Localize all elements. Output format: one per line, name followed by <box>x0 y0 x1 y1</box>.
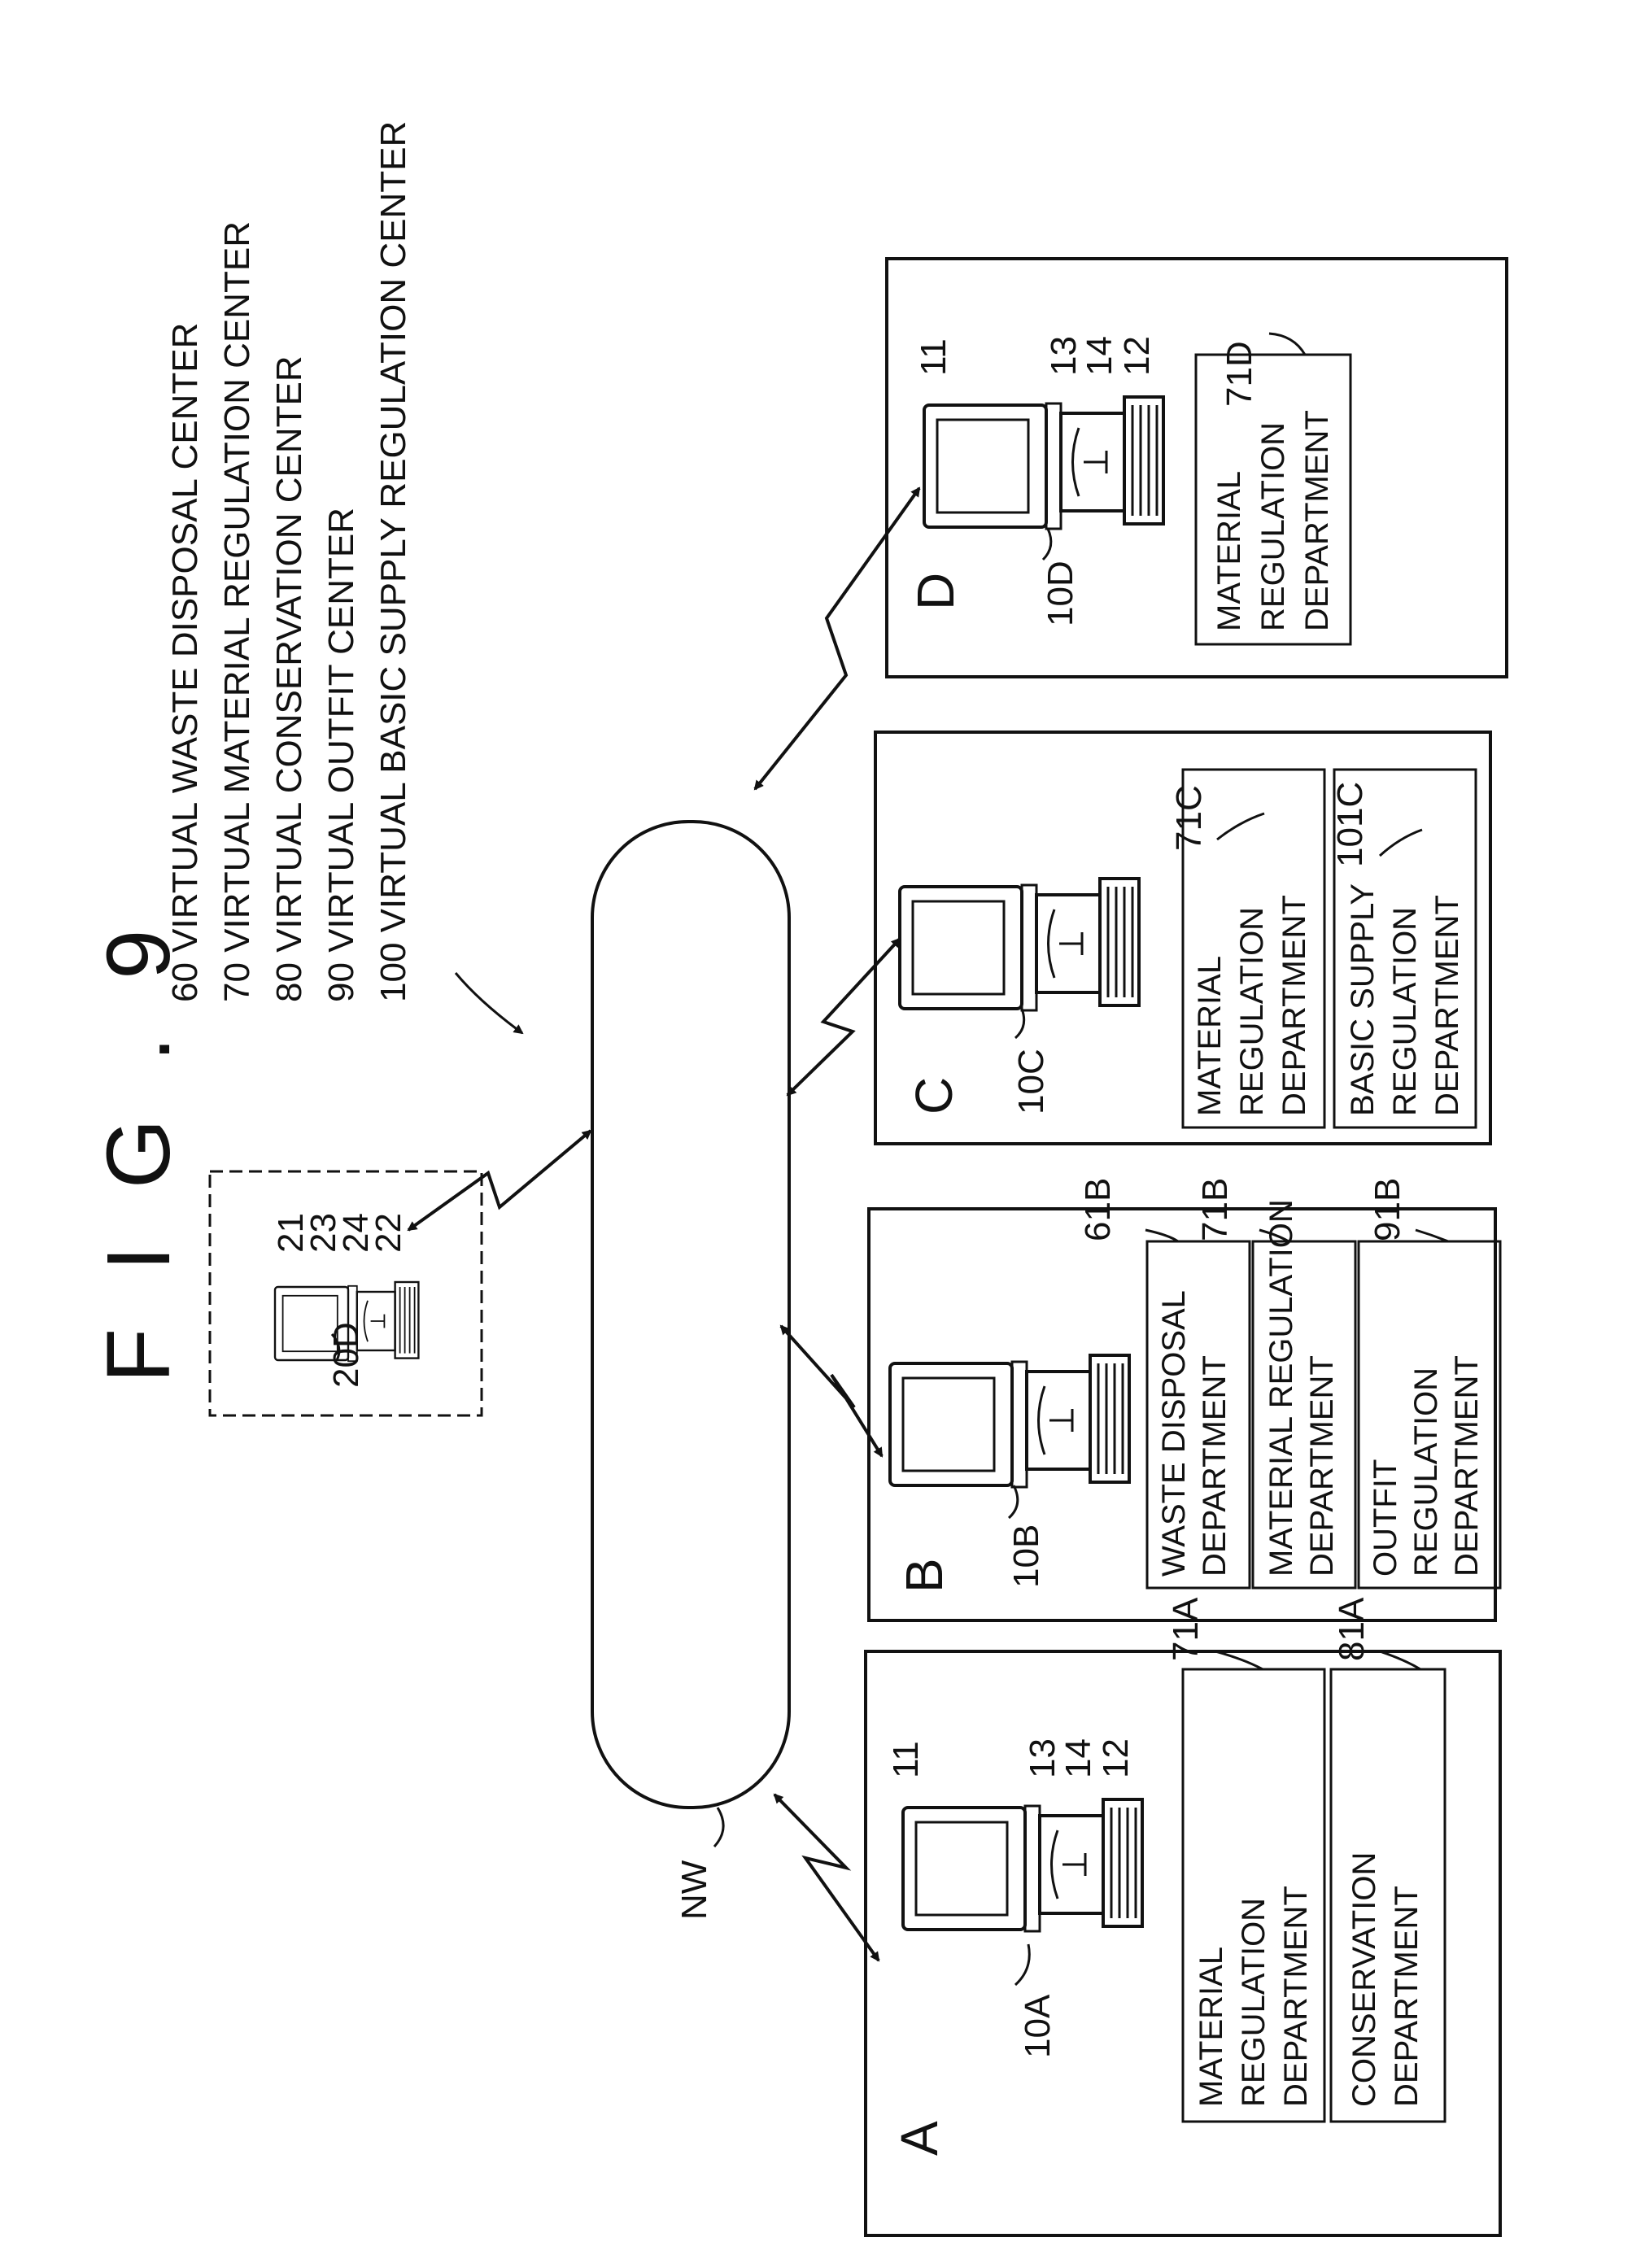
site-c-dept-101c-ref: 101C <box>1330 782 1370 867</box>
site-a-dept-71a-ref: 71A <box>1166 1597 1206 1661</box>
nw-label: NW <box>674 1860 714 1920</box>
site-b-dept-91b-line3: DEPARTMENT <box>1449 1355 1485 1577</box>
site-b-dept-61b-ref: 61B <box>1078 1178 1118 1241</box>
legend-item-60: 60 VIRTUAL WASTE DISPOSAL CENTER <box>165 323 205 1002</box>
site-a-part-11: 11 <box>886 1741 926 1778</box>
site-b-dept-71b-ref: 71B <box>1195 1178 1235 1241</box>
site-d-terminal-leader <box>1043 529 1051 560</box>
site-b-dept-61b-leader <box>1145 1230 1178 1241</box>
site-a-dept-71a-line2: REGULATION <box>1236 1898 1272 2107</box>
site-a-dept-81a-line1: CONSERVATION <box>1346 1852 1382 2107</box>
site-c-letter: C <box>905 1077 963 1114</box>
site-b-dept-91b-ref: 91B <box>1368 1178 1407 1241</box>
site-d-dept-71d-ref: 71D <box>1220 341 1259 407</box>
site-b-terminal-leader <box>1009 1485 1018 1518</box>
site-d-dept-71d-line3: DEPARTMENT <box>1299 410 1335 631</box>
site-b-letter: B <box>895 1558 953 1593</box>
site-b-dept-71b-line2: DEPARTMENT <box>1304 1355 1340 1577</box>
server-link <box>408 1131 591 1230</box>
site-b-dept-91b-line2: REGULATION <box>1408 1367 1444 1577</box>
site-a-dept-81a-leader <box>1380 1651 1420 1669</box>
site-a-dept-71a-line3: DEPARTMENT <box>1278 1886 1314 2107</box>
site-c: C 10C 71C MATERIAL REGULATION DEPARTMENT… <box>788 732 1490 1144</box>
site-b-dept-91b-line1: OUTFIT <box>1368 1459 1403 1577</box>
legend: 60 VIRTUAL WASTE DISPOSAL CENTER 70 VIRT… <box>165 121 522 1033</box>
site-c-terminal-leader <box>1015 1009 1024 1038</box>
site-c-dept-71c-line1: MATERIAL <box>1192 956 1228 1116</box>
site-c-computer <box>900 879 1139 1010</box>
site-c-dept-71c-line3: DEPARTMENT <box>1276 895 1312 1116</box>
site-b-dept-61b-line1: WASTE DISPOSAL <box>1156 1290 1192 1577</box>
site-d-part-11: 11 <box>914 338 953 376</box>
site-c-dept-71c-line2: REGULATION <box>1234 907 1270 1116</box>
site-a-terminal-leader <box>1015 1944 1029 1985</box>
site-d-dept-71d-line2: REGULATION <box>1255 422 1291 631</box>
site-c-dept-101c-line3: DEPARTMENT <box>1429 895 1465 1116</box>
site-d: D 10D 11 13 14 12 71D MATERIAL REGULATIO… <box>755 259 1507 789</box>
legend-item-100: 100 VIRTUAL BASIC SUPPLY REGULATION CENT… <box>373 121 413 1002</box>
site-b-link <box>781 1326 882 1456</box>
site-b-dept-91b-leader <box>1416 1230 1448 1241</box>
site-a-computer <box>903 1799 1142 1931</box>
site-b-dept-71b-line1: MATERIAL REGULATION <box>1263 1199 1299 1577</box>
nw-leader <box>714 1808 723 1847</box>
legend-item-70: 70 VIRTUAL MATERIAL REGULATION CENTER <box>217 221 257 1002</box>
site-d-part-13: 13 <box>1044 336 1084 376</box>
server-ref: 20D <box>326 1322 366 1388</box>
site-c-terminal-ref: 10C <box>1011 1049 1051 1114</box>
site-b-terminal-ref: 10B <box>1006 1524 1046 1588</box>
site-c-dept-101c-leader <box>1380 830 1422 856</box>
site-c-dept-101c-line2: REGULATION <box>1387 907 1423 1116</box>
site-b: B 10B 61B WASTE DISPOSAL DEPARTMENT 71B … <box>781 1178 1500 1620</box>
site-a-dept-81a-ref: 81A <box>1332 1597 1372 1661</box>
site-a-dept-81a-line2: DEPARTMENT <box>1389 1886 1425 2107</box>
site-d-link <box>755 488 919 789</box>
site-d-part-14: 14 <box>1080 336 1119 376</box>
site-a-letter: A <box>890 2121 949 2156</box>
site-d-terminal-ref: 10D <box>1041 560 1080 626</box>
legend-item-80: 80 VIRTUAL CONSERVATION CENTER <box>269 355 309 1002</box>
site-b-dept-61b-line2: DEPARTMENT <box>1197 1355 1233 1577</box>
network-cloud <box>592 822 789 1808</box>
site-a-terminal-ref: 10A <box>1018 1994 1058 2058</box>
site-a-part-14: 14 <box>1058 1738 1098 1778</box>
site-a-link <box>775 1795 879 1961</box>
server-part-22: 22 <box>369 1213 408 1253</box>
legend-item-90: 90 VIRTUAL OUTFIT CENTER <box>321 508 361 1002</box>
site-d-dept-71d-line1: MATERIAL <box>1211 471 1247 631</box>
site-a-part-13: 13 <box>1023 1738 1062 1778</box>
site-c-dept-101c-line1: BASIC SUPPLY <box>1345 883 1381 1116</box>
site-d-dept-71d-leader <box>1269 334 1305 355</box>
site-a-dept-71a-leader <box>1215 1651 1263 1669</box>
site-c-link <box>788 939 900 1095</box>
site-d-part-12: 12 <box>1117 336 1157 376</box>
site-b-computer <box>890 1355 1129 1487</box>
site-d-letter: D <box>906 573 965 610</box>
site-a-part-12: 12 <box>1096 1738 1136 1778</box>
legend-leader <box>456 973 522 1033</box>
site-a-dept-71a-line1: MATERIAL <box>1193 1947 1229 2107</box>
site-c-dept-71c-ref: 71C <box>1169 785 1209 851</box>
site-a: A 10A 11 13 14 12 71A MATERIAL REGULATIO… <box>775 1597 1500 2235</box>
site-c-dept-71c-leader <box>1217 813 1264 840</box>
server-group: 20D 21 23 24 22 <box>210 1131 591 1415</box>
site-d-computer <box>924 397 1163 529</box>
